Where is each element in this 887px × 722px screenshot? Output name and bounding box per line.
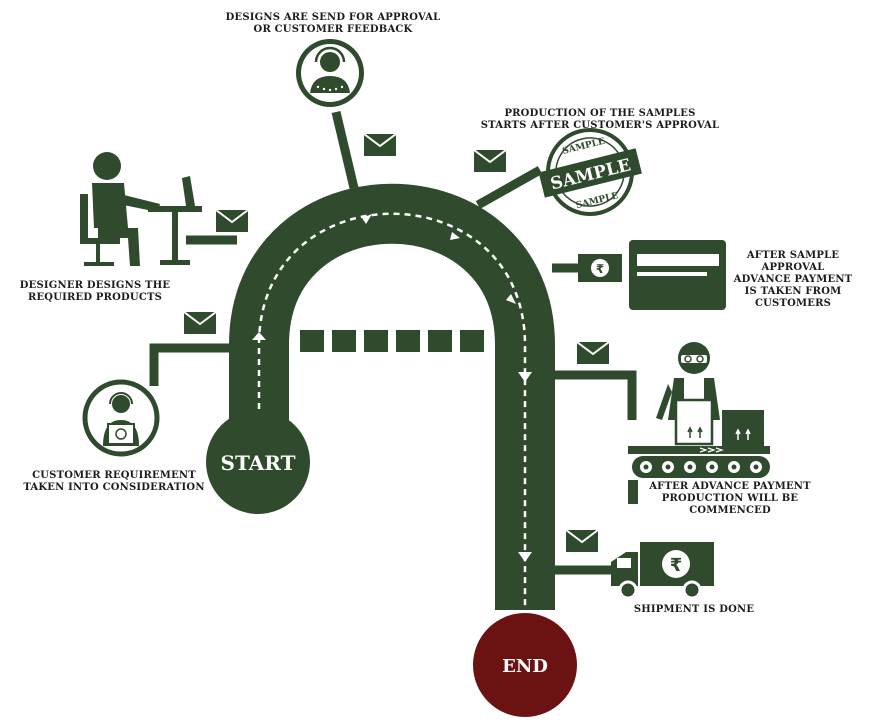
stamp-top-text: SAMPLE — [561, 137, 606, 157]
customer-headset-icon — [296, 39, 364, 107]
label-designer-designs: DESIGNER DESIGNS THE REQUIRED PRODUCTS — [19, 280, 171, 303]
delivery-truck-icon: ₹ — [611, 542, 714, 600]
dashed-bridge — [300, 330, 484, 352]
label-designs-sent: DESIGNS ARE SEND FOR APPROVAL OR CUSTOME… — [225, 12, 441, 35]
road-direction-arrows — [252, 214, 532, 562]
road-arch — [229, 183, 555, 610]
start-label: START — [221, 451, 296, 475]
designer-at-desk-icon — [80, 152, 202, 266]
label-production: AFTER ADVANCE PAYMENT PRODUCTION WILL BE… — [649, 481, 811, 516]
connector-stems — [149, 110, 637, 575]
sample-stamp-icon: SAMPLE SAMPLE SAMPLE — [538, 128, 642, 216]
label-sample-production: PRODUCTION OF THE SAMPLES STARTS AFTER C… — [480, 108, 720, 131]
end-label: END — [502, 656, 548, 677]
road-dashed-centerline — [257, 212, 527, 610]
rupee-symbol: ₹ — [596, 262, 604, 276]
label-customer-requirement: CUSTOMER REQUIREMENT TAKEN INTO CONSIDER… — [23, 470, 205, 493]
label-advance-payment: AFTER SAMPLE APPROVAL ADVANCE PAYMENT IS… — [733, 250, 853, 309]
payment-card-icon: ₹ — [578, 240, 726, 310]
truck-rupee-symbol: ₹ — [670, 555, 683, 576]
factory-worker-conveyor-icon — [628, 342, 770, 504]
start-node: START — [206, 410, 310, 514]
label-shipment: SHIPMENT IS DONE — [633, 604, 755, 615]
agent-laptop-icon — [82, 379, 160, 457]
end-node: END — [473, 613, 577, 717]
